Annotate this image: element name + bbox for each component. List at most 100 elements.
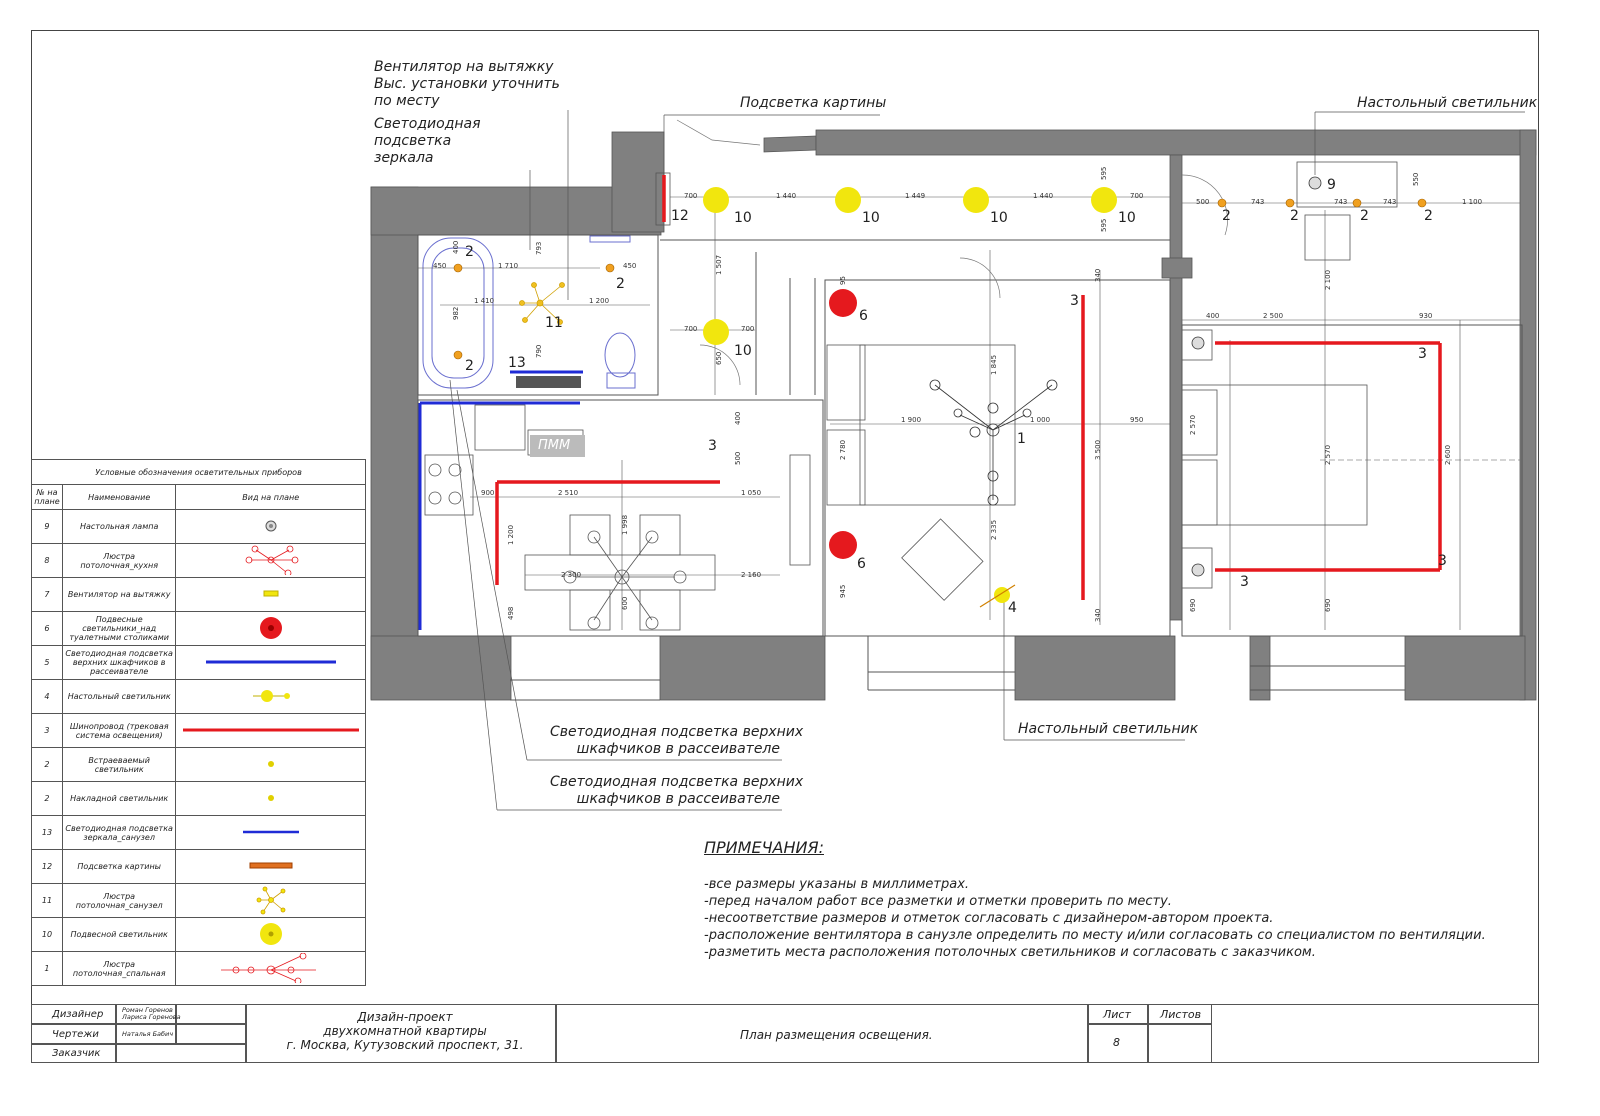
svg-text:450: 450 [433,262,446,270]
legend-row: 13 Светодиодная подсветка зеркала_санузе… [31,815,366,850]
legend-row: 10 Подвесной светильник [31,917,366,952]
mark-2: 2 [465,244,474,260]
mark-10: 10 [734,210,752,226]
svg-text:450: 450 [623,262,636,270]
mark-10: 10 [990,210,1008,226]
svg-text:690: 690 [1324,599,1332,612]
legend-num: 9 [31,509,63,544]
svg-text:550: 550 [1412,173,1420,186]
svg-text:1 845: 1 845 [990,355,998,375]
legend-name: Люстра потолочная_спальная [61,951,177,986]
svg-text:340: 340 [1094,609,1102,622]
svg-text:790: 790 [535,345,543,358]
svg-text:2 600: 2 600 [1444,445,1452,465]
pendant-yellow-icon [175,917,366,952]
legend-num: 5 [31,645,63,680]
svg-text:1 449: 1 449 [905,192,925,200]
mark-6: 6 [859,308,868,324]
mark-2: 2 [1290,208,1299,224]
legend-num: 3 [31,713,63,748]
desk-lamp-4 [979,584,1016,608]
legend-num: 4 [31,679,63,714]
mark-2: 2 [465,358,474,374]
svg-text:400: 400 [452,241,460,254]
dimension-labels-vertical: 1 507 650 400 500 1 200 1 998 600 498 98… [452,167,1452,622]
svg-text:900: 900 [481,489,494,497]
bathroom-chandelier-icon [175,883,366,918]
picture-light-label: Подсветка картины [740,95,887,111]
dishwasher-label: ПММ [538,438,571,453]
legend-name: Люстра потолочная_кухня [61,543,177,578]
legend-row: 4 Настольный светильник [31,679,366,714]
track-lights [495,175,1442,600]
legend-header-symbol: Вид на плане [175,484,366,510]
svg-text:700: 700 [741,325,754,333]
legend-row: 1 Люстра потолочная_спальная [31,951,366,986]
legend-name: Встраеваемый светильник [61,747,177,782]
mark-11: 11 [545,315,563,331]
svg-text:1 100: 1 100 [1462,198,1482,206]
drawings-name: Наталья Бабич [122,1030,174,1038]
legend-num: 8 [31,543,63,578]
note-item: -все размеры указаны в миллиметрах. [704,877,970,892]
kitchen-chandelier [563,530,687,630]
legend-name: Настольный светильник [61,679,177,714]
surface-light-icon [175,781,366,816]
legend-row: 2 Накладной светильник [31,781,366,816]
legend-row: 7 Вентилятор на вытяжку [31,577,366,612]
legend-num: 2 [31,747,63,782]
svg-text:950: 950 [1130,416,1143,424]
svg-text:2 300: 2 300 [561,571,581,579]
legend-row: 2 Встраеваемый светильник [31,747,366,782]
svg-text:1 000: 1 000 [1030,416,1050,424]
track-light-icon [175,713,366,748]
legend-num: 1 [31,951,63,986]
pendant-lights-6 [829,289,857,559]
sheet-title: План размещения освещения. [740,1028,933,1042]
legend-name: Настольная лампа [61,509,177,544]
legend-row: 5 Светодиодная подсветка верхних шкафчик… [31,645,366,680]
mark-4: 4 [1008,600,1017,616]
picture-light-icon [175,849,366,884]
mark-12: 12 [671,208,689,224]
recessed-light-icon [175,747,366,782]
svg-text:2 570: 2 570 [1189,415,1197,435]
legend-name: Светодиодная подсветка зеркала_санузел [61,815,177,850]
kitchen-chandelier-icon [175,543,366,578]
mirror-led-icon [175,815,366,850]
bedroom-chandelier-icon [175,951,366,986]
note-item: -разметить места расположения потолочных… [704,945,1316,960]
svg-text:2 100: 2 100 [1324,270,1332,290]
svg-text:1 440: 1 440 [776,192,796,200]
desk-lamp-label-top: Настольный светильник [1357,95,1538,111]
mark-3: 3 [1438,553,1447,569]
legend-name: Подвесной светильник [61,917,177,952]
legend-num: 7 [31,577,63,612]
mark-10: 10 [1118,210,1136,226]
mark-2: 2 [616,276,625,292]
svg-text:1 200: 1 200 [589,297,609,305]
legend-name: Шинопровод (трековая система освещения) [61,713,177,748]
desk-lamp-icon [175,679,366,714]
pendant-red-icon [175,611,366,646]
svg-text:650: 650 [715,352,723,365]
svg-text:930: 930 [1419,312,1432,320]
client-label: Заказчик [52,1048,101,1059]
svg-text:400: 400 [1206,312,1219,320]
svg-text:2 500: 2 500 [1263,312,1283,320]
svg-text:498: 498 [507,607,515,620]
blue-led-strips [418,370,583,630]
legend-row: 8 Люстра потолочная_кухня [31,543,366,578]
legend-row: 9 Настольная лампа [31,509,366,544]
svg-text:400: 400 [734,412,742,425]
mark-2: 2 [1360,208,1369,224]
interior-walls [417,234,1523,701]
mark-labels: 2 2 2 11 13 12 10 10 10 10 10 6 6 3 3 1 … [465,177,1447,616]
svg-text:3 500: 3 500 [1094,440,1102,460]
svg-text:500: 500 [1196,198,1209,206]
mark-10: 10 [734,343,752,359]
walls [370,129,1537,701]
mark-3: 3 [1240,574,1249,590]
